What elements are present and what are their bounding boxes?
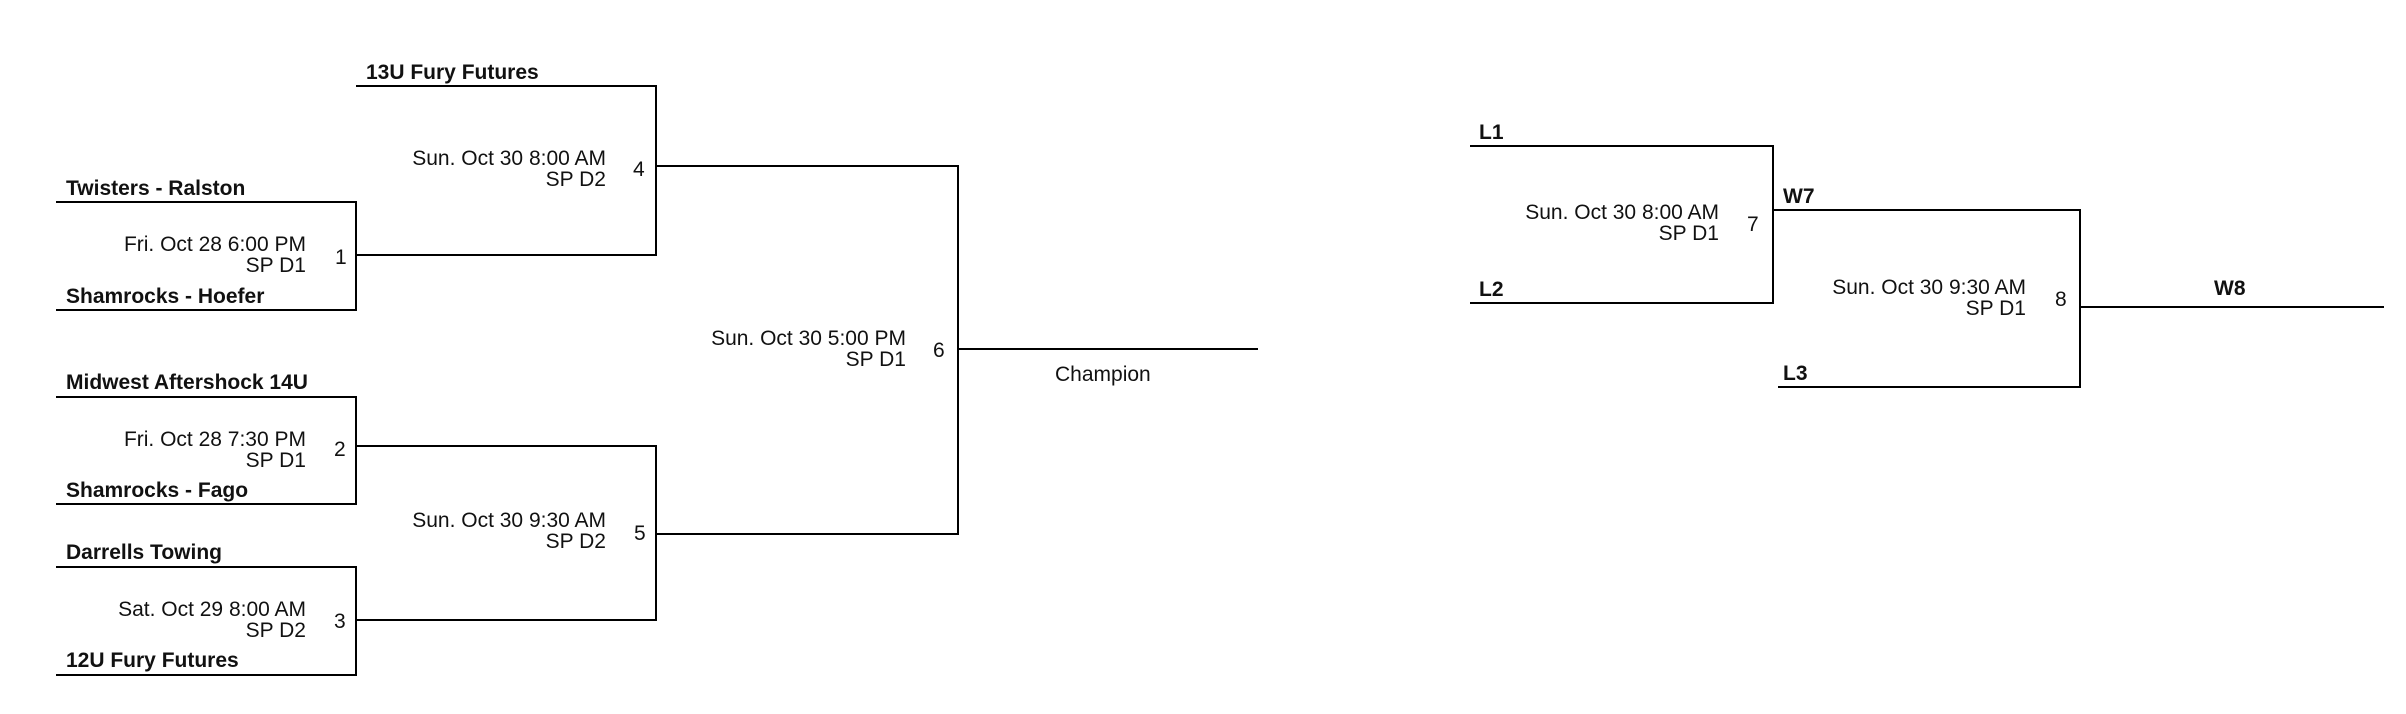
game-5-date: Sun. Oct 30 9:30 AM xyxy=(412,509,606,532)
game-6-lines xyxy=(656,165,1258,535)
game-7-number: 7 xyxy=(1747,213,1759,236)
team-l3: L3 xyxy=(1783,362,1808,385)
team-l2: L2 xyxy=(1479,278,1504,301)
team-shamrocks-hoefer: Shamrocks - Hoefer xyxy=(66,285,265,308)
team-midwest-aftershock-14u: Midwest Aftershock 14U xyxy=(66,371,308,394)
game-4-venue: SP D2 xyxy=(545,168,606,191)
game-7-date: Sun. Oct 30 8:00 AM xyxy=(1525,201,1719,224)
game-4-schedule: Sun. Oct 30 8:00 AM SP D2 xyxy=(412,148,606,190)
game-5-schedule: Sun. Oct 30 9:30 AM SP D2 xyxy=(412,510,606,552)
game-5-venue: SP D2 xyxy=(545,530,606,553)
team-13u-fury-futures: 13U Fury Futures xyxy=(366,61,539,84)
game-4-number: 4 xyxy=(633,158,645,181)
game-5-number: 5 xyxy=(634,522,646,545)
team-l1: L1 xyxy=(1479,121,1504,144)
game-6-number: 6 xyxy=(933,339,945,362)
game-1-number: 1 xyxy=(335,246,347,269)
game-3-date: Sat. Oct 29 8:00 AM xyxy=(118,598,306,621)
team-shamrocks-fago: Shamrocks - Fago xyxy=(66,479,249,502)
game-3-venue: SP D2 xyxy=(245,619,306,642)
game-1-date: Fri. Oct 28 6:00 PM xyxy=(123,233,306,256)
game-6-date: Sun. Oct 30 5:00 PM xyxy=(711,327,906,350)
game-8-number: 8 xyxy=(2055,288,2067,311)
game-6-venue: SP D1 xyxy=(845,348,906,371)
team-twisters-ralston: Twisters - Ralston xyxy=(66,177,246,200)
game-2-number: 2 xyxy=(334,438,346,461)
game-6-schedule: Sun. Oct 30 5:00 PM SP D1 xyxy=(711,328,906,370)
team-darrells-towing: Darrells Towing xyxy=(66,541,222,564)
game-8-date: Sun. Oct 30 9:30 AM xyxy=(1832,276,2026,299)
game-3-schedule: Sat. Oct 29 8:00 AM SP D2 xyxy=(118,599,306,641)
game-3-number: 3 xyxy=(334,610,346,633)
game-2-venue: SP D1 xyxy=(245,449,306,472)
game-4-date: Sun. Oct 30 8:00 AM xyxy=(412,147,606,170)
champion-label: Champion xyxy=(1055,363,1151,386)
game-1-schedule: Fri. Oct 28 6:00 PM SP D1 xyxy=(124,234,306,276)
game-1-venue: SP D1 xyxy=(245,254,306,277)
game-2-schedule: Fri. Oct 28 7:30 PM SP D1 xyxy=(124,429,306,471)
game-7-schedule: Sun. Oct 30 8:00 AM SP D1 xyxy=(1525,202,1719,244)
team-w7: W7 xyxy=(1783,185,1815,208)
game-7-lines xyxy=(1470,145,1778,304)
game-2-date: Fri. Oct 28 7:30 PM xyxy=(123,428,306,451)
game-8-lines xyxy=(1778,209,2384,388)
team-12u-fury-futures: 12U Fury Futures xyxy=(66,649,239,672)
game-8-venue: SP D1 xyxy=(1965,297,2026,320)
game-8-schedule: Sun. Oct 30 9:30 AM SP D1 xyxy=(1832,277,2026,319)
game-7-venue: SP D1 xyxy=(1658,222,1719,245)
winner-w8-label: W8 xyxy=(2214,277,2246,300)
